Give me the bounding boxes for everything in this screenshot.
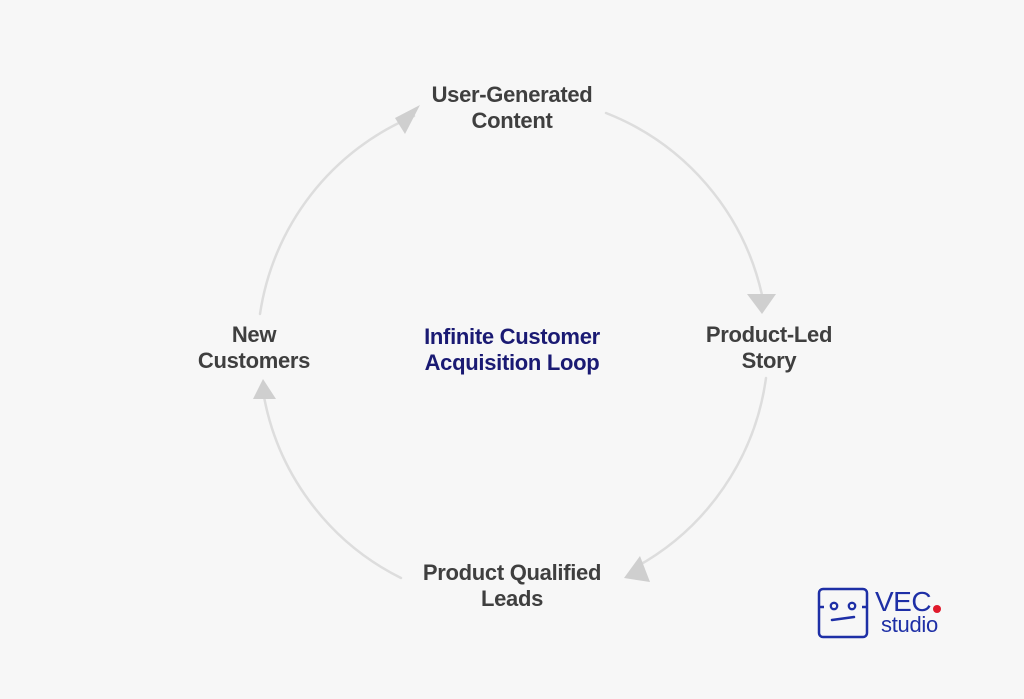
- center-title-line: Acquisition Loop: [424, 350, 600, 375]
- vec-studio-logo: VEC studio: [817, 585, 967, 645]
- logo-brand-text: VEC: [875, 586, 932, 617]
- arrowhead-ugc: [395, 105, 420, 134]
- arc-story-to-pql: [634, 376, 768, 569]
- logo-red-dot: [933, 605, 941, 613]
- diagram-center-title: Infinite Customer Acquisition Loop: [352, 324, 672, 376]
- node-label-line: Leads: [480, 586, 544, 611]
- node-user-generated-content: User-Generated Content: [352, 82, 672, 134]
- node-product-led-story: Product-Led Story: [629, 322, 909, 374]
- arrowhead-pql: [624, 556, 650, 582]
- arc-ugc-to-story: [604, 111, 764, 297]
- arrowhead-story: [747, 294, 776, 314]
- arc-new-to-ugc: [258, 114, 416, 316]
- node-label-line: Product-Led: [705, 322, 833, 347]
- node-label-line: Story: [741, 348, 797, 373]
- robot-face-icon: [817, 587, 869, 639]
- node-label-line: Customers: [197, 348, 311, 373]
- arc-pql-to-new: [261, 389, 403, 580]
- node-label-line: Content: [471, 108, 553, 133]
- node-new-customers: New Customers: [124, 322, 384, 374]
- logo-sub-text: studio: [881, 612, 938, 637]
- node-label-line: Product Qualified: [422, 560, 602, 585]
- node-product-qualified-leads: Product Qualified Leads: [352, 560, 672, 612]
- arrowhead-new: [253, 379, 276, 399]
- center-title-line: Infinite Customer: [424, 324, 600, 349]
- node-label-line: New: [231, 322, 277, 347]
- node-label-line: User-Generated: [431, 82, 593, 107]
